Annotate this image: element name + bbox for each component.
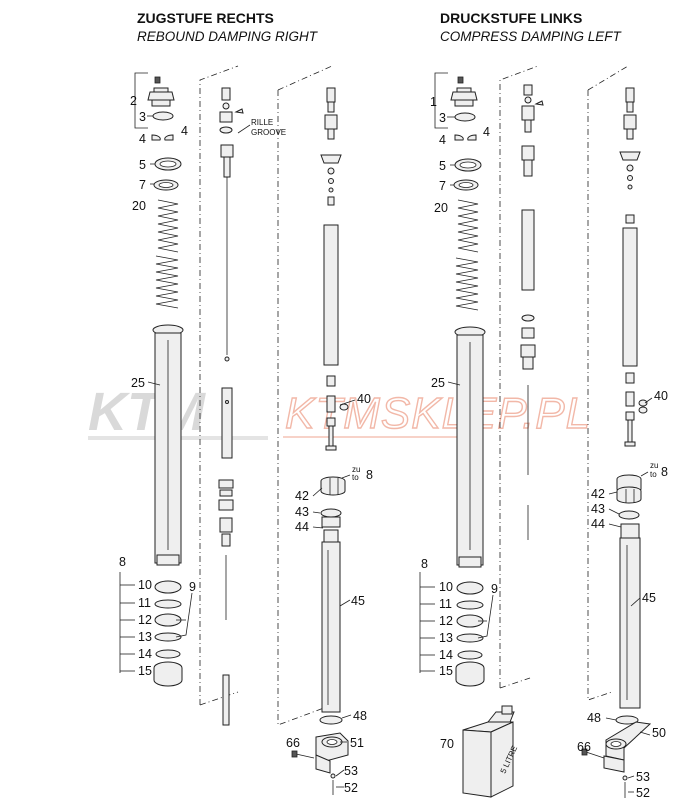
fork-spring (155, 199, 179, 309)
inner-tube (152, 324, 184, 566)
outer-column (320, 87, 342, 451)
label-9: 9 (189, 580, 196, 594)
label-5-left: 5 (439, 159, 446, 173)
label-40-left: 40 (654, 389, 668, 403)
damper-rod (219, 87, 244, 362)
zu-label-left: zu (650, 461, 658, 470)
label-10-left: 10 (439, 580, 453, 594)
label-66: 66 (286, 736, 300, 750)
outer-column-left (619, 87, 641, 447)
label-14-left: 14 (439, 648, 453, 662)
label-50: 50 (652, 726, 666, 740)
label-40: 40 (357, 392, 371, 406)
label-10: 10 (138, 578, 152, 592)
label-2: 2 (130, 94, 137, 108)
label-70: 70 (440, 737, 454, 751)
label-44-left: 44 (591, 517, 605, 531)
label-20-left: 20 (434, 201, 448, 215)
label-8-left: 8 (421, 557, 428, 571)
label-45-left: 45 (642, 591, 656, 605)
rebound-leg-group: RILLE GROOVE (119, 65, 356, 795)
label-14: 14 (138, 647, 152, 661)
outer-tube-left (619, 537, 641, 709)
rille-label: RILLE (251, 118, 273, 127)
label-52: 52 (344, 781, 358, 795)
label-13: 13 (138, 630, 152, 644)
oil-can: 5 LITRE (462, 705, 519, 798)
to-label-left: to (650, 470, 657, 479)
label-48-left: 48 (587, 711, 601, 725)
header-left-title: DRUCKSTUFE LINKS (440, 10, 582, 26)
label-66-left: 66 (577, 740, 591, 754)
label-42-left: 42 (591, 487, 605, 501)
label-8: 8 (119, 555, 126, 569)
label-4b: 4 (181, 124, 188, 138)
compression-adjuster (520, 84, 544, 540)
label-4a-left: 4 (439, 133, 446, 147)
compress-labels: 1 3 4 4 5 7 20 25 8 10 11 12 13 14 15 9 … (421, 95, 668, 800)
label-45: 45 (351, 594, 365, 608)
label-8-zu: 8 (366, 468, 373, 482)
label-13-left: 13 (439, 631, 453, 645)
label-1: 1 (430, 95, 437, 109)
zu-label: zu (352, 465, 360, 474)
axle-foot-left (603, 721, 652, 773)
label-15: 15 (138, 664, 152, 678)
axle-foot (315, 732, 349, 774)
fork-cap-left (450, 76, 478, 107)
label-53-left: 53 (636, 770, 650, 784)
label-48: 48 (353, 709, 367, 723)
label-42: 42 (295, 489, 309, 503)
label-43-left: 43 (591, 502, 605, 516)
header-right-title: ZUGSTUFE RECHTS (137, 10, 274, 26)
label-15-left: 15 (439, 664, 453, 678)
label-8-zu-left: 8 (661, 465, 668, 479)
rebound-labels: 2 3 4 4 5 7 20 25 8 10 11 12 13 14 15 9 … (119, 94, 373, 795)
label-7-left: 7 (439, 179, 446, 193)
label-12-left: 12 (439, 614, 453, 628)
o-ring (152, 111, 174, 121)
label-4a: 4 (139, 132, 146, 146)
label-25: 25 (131, 376, 145, 390)
label-25-left: 25 (431, 376, 445, 390)
label-11: 11 (138, 596, 151, 610)
header-right-subtitle: REBOUND DAMPING RIGHT (137, 29, 319, 44)
label-3-left: 3 (439, 111, 446, 125)
header-left-subtitle: COMPRESS DAMPING LEFT (440, 29, 623, 44)
outer-tube (321, 541, 341, 713)
label-52-left: 52 (636, 786, 650, 800)
compress-leg-group: 5 LITRE (419, 65, 653, 798)
label-7: 7 (139, 178, 146, 192)
label-20: 20 (132, 199, 146, 213)
to-label: to (352, 473, 359, 482)
label-9-left: 9 (491, 582, 498, 596)
watermark-logo: KTM (88, 382, 206, 442)
label-4b-left: 4 (483, 125, 490, 139)
label-53: 53 (344, 764, 358, 778)
label-3: 3 (139, 110, 146, 124)
groove-label: GROOVE (251, 128, 286, 137)
inner-tube-left (454, 326, 486, 568)
label-5: 5 (139, 158, 146, 172)
label-43: 43 (295, 505, 309, 519)
label-12: 12 (138, 613, 152, 627)
label-51: 51 (350, 736, 364, 750)
fork-cap (147, 76, 175, 107)
damper-tube (221, 387, 233, 459)
fork-spring-left (455, 199, 479, 311)
label-11-left: 11 (439, 597, 452, 611)
label-44: 44 (295, 520, 309, 534)
